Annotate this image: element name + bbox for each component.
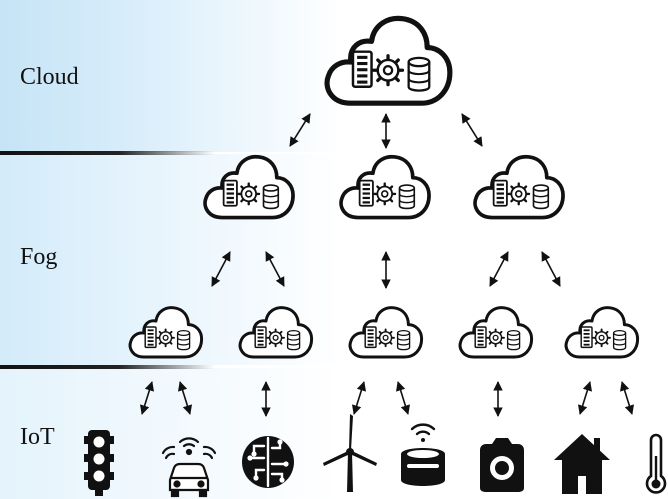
bidirectional-arrows [139, 113, 635, 417]
chip-brain-icon [242, 436, 294, 488]
edge-node [564, 306, 640, 359]
fog-node [203, 154, 296, 220]
connected-car-icon [161, 437, 217, 498]
smart-speaker-icon [401, 423, 445, 486]
fog-node [473, 154, 566, 220]
camera-icon [480, 438, 524, 492]
fog-iot-divider [0, 365, 215, 369]
fog-node [339, 154, 432, 220]
iot-layer-label: IoT [20, 424, 55, 450]
edge-node [128, 306, 204, 359]
edge-node [348, 306, 424, 359]
cloud-server-node [327, 18, 450, 103]
traffic-light-icon [84, 430, 114, 496]
fog-layer-label: Fog [20, 244, 58, 270]
wind-turbine-icon [323, 414, 377, 492]
thermometer-icon [645, 433, 667, 494]
edge-node [238, 306, 314, 359]
cloud-layer-band [0, 0, 340, 152]
cloud-fog-divider [0, 151, 215, 155]
edge-node [458, 306, 534, 359]
home-icon [554, 434, 610, 494]
cloud-layer-label: Cloud [20, 64, 79, 90]
